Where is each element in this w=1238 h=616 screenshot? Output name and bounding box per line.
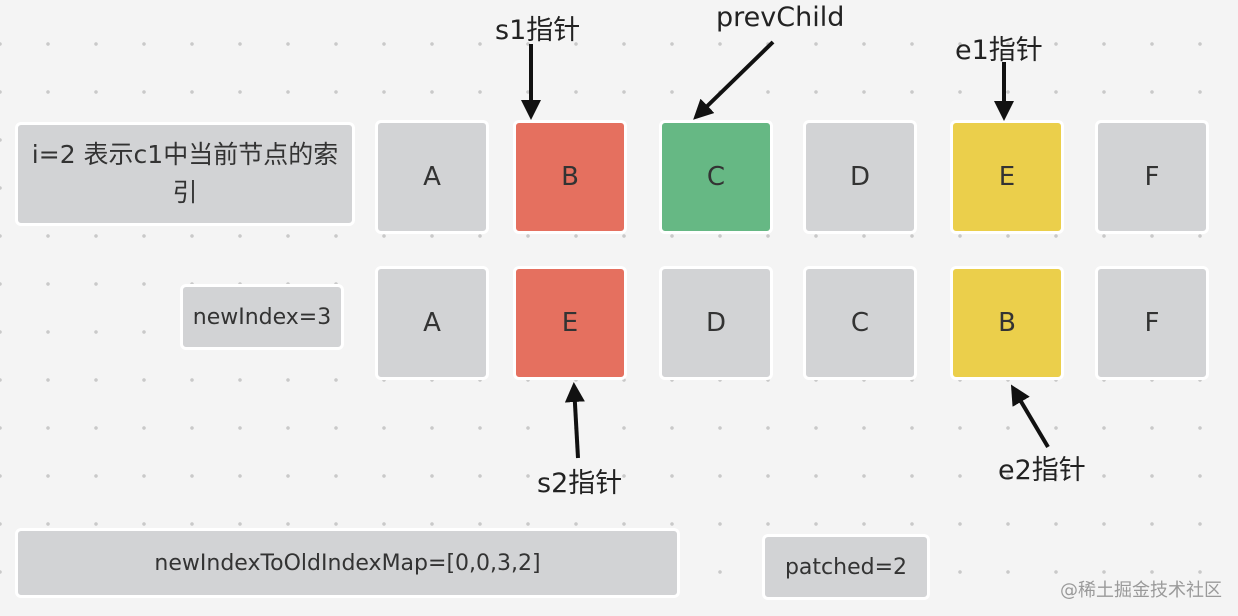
patched-label-text: patched=2 [784,554,908,580]
old-node-f: F [1095,120,1209,234]
old-node-d: D [803,120,917,234]
e2-arrow [1010,384,1050,449]
new-node-c: C [803,266,917,380]
new-index-label-text: newIndex=3 [192,304,332,330]
old-node-a: A [375,120,489,234]
patched-label-box: patched=2 [762,534,930,600]
new-index-label-box: newIndex=3 [180,284,344,350]
new-node-d: D [659,266,773,380]
watermark: @稀土掘金技术社区 [1060,580,1222,601]
new-node-label: C [850,308,870,338]
new-node-label: F [1144,308,1160,338]
index-label-text: i=2 表示c1中当前节点的索引 [31,140,339,207]
index-label-box: i=2 表示c1中当前节点的索引 [15,122,355,226]
map-label-box: newIndexToOldIndexMap=[0,0,3,2] [15,528,680,598]
old-node-b: B [513,120,627,234]
new-node-e: E [513,266,627,380]
old-node-label: D [849,162,871,192]
old-node-c: C [659,120,773,234]
new-node-b: B [950,266,1064,380]
prev-child-arrow [693,40,775,120]
new-node-label: A [423,308,441,338]
prev-child-label: prevChild [716,2,845,33]
e2-pointer-label: e2指针 [998,455,1086,486]
new-node-label: D [705,308,727,338]
map-label-text: newIndexToOldIndexMap=[0,0,3,2] [154,550,541,576]
e1-pointer-label: e1指针 [955,35,1043,66]
old-node-label: A [423,162,441,192]
new-node-a: A [375,266,489,380]
old-node-label: F [1144,162,1160,192]
old-node-label: E [998,162,1016,192]
s2-arrow [564,382,585,459]
new-node-label: B [998,308,1016,338]
old-node-e: E [950,120,1064,234]
new-node-f: F [1095,266,1209,380]
new-node-label: E [561,308,579,338]
s1-pointer-label: s1指针 [495,15,581,46]
old-node-label: B [561,162,579,192]
s2-pointer-label: s2指针 [537,468,623,499]
old-node-label: C [706,162,726,192]
